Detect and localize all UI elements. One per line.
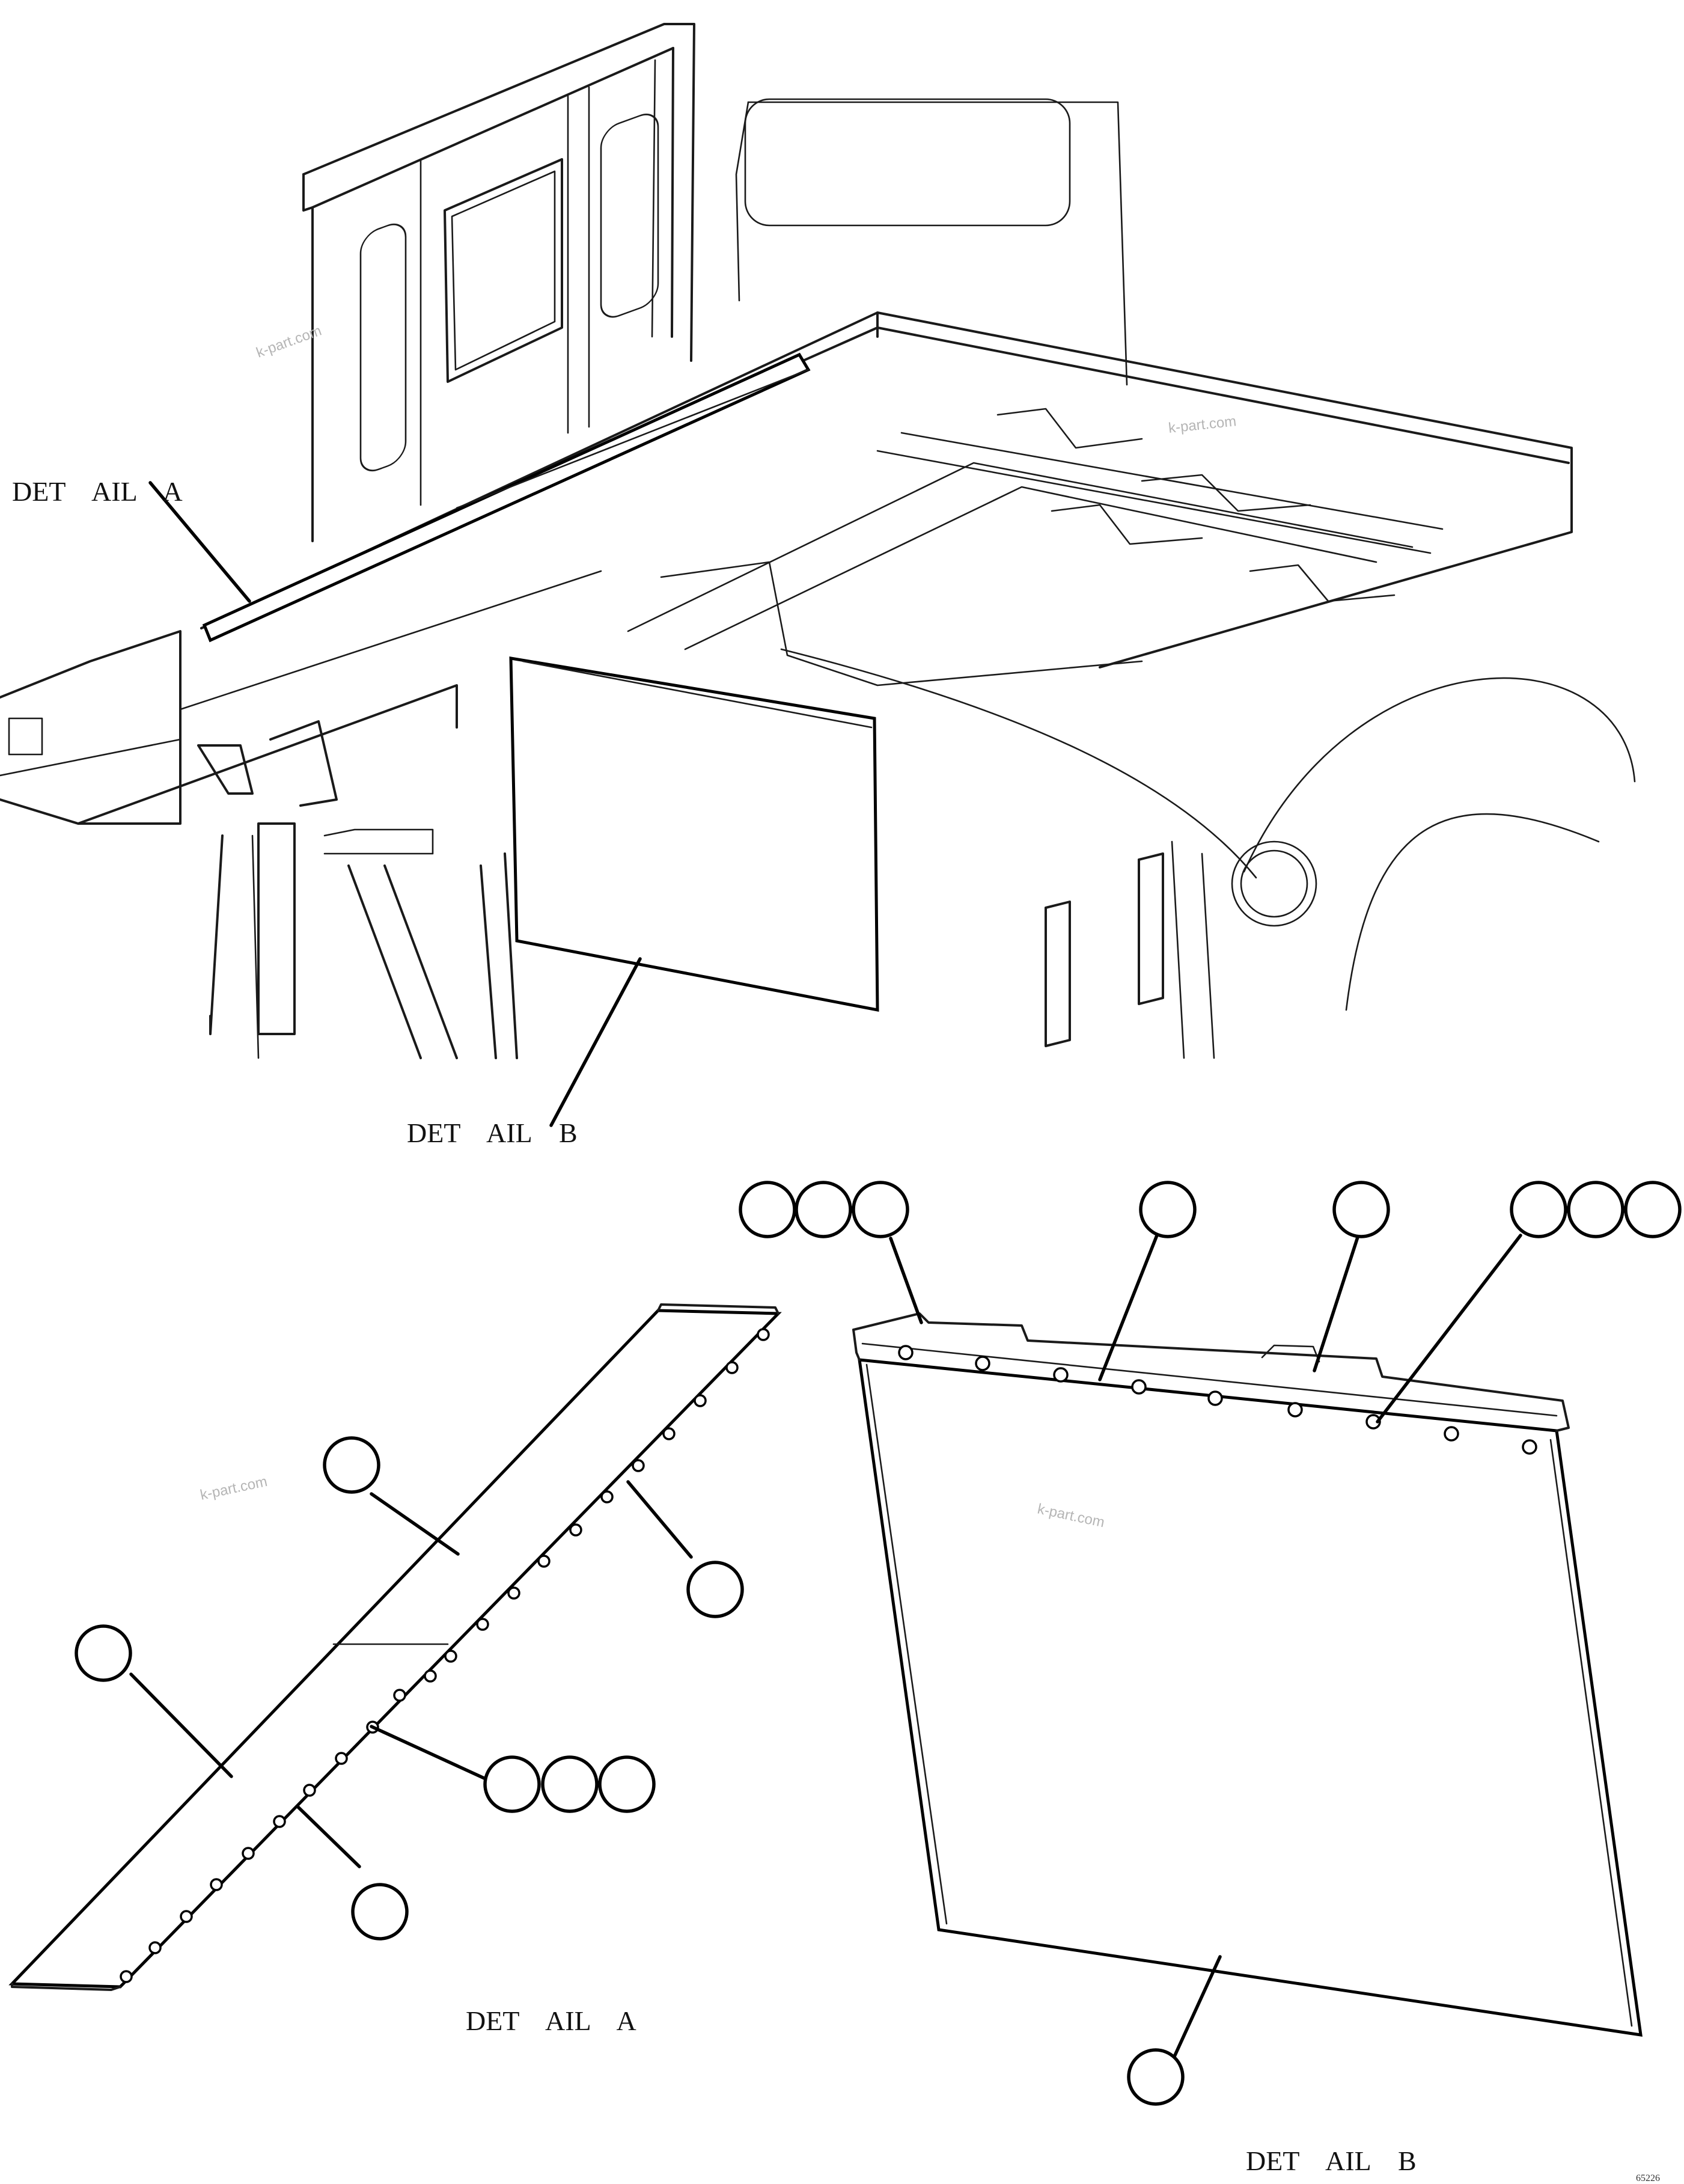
- drawing-code: 65226: [1636, 2173, 1660, 2183]
- detail-a-label: DET AIL A: [466, 2005, 636, 2036]
- callout-bubble: [483, 1755, 541, 1813]
- bolt-icon: [1131, 1379, 1147, 1395]
- leader-line: [129, 1672, 233, 1778]
- bolt-icon: [662, 1427, 676, 1440]
- callout-bubble: [75, 1624, 132, 1682]
- bolt-row: [120, 1328, 770, 1983]
- watermark: k-part.com: [199, 1473, 269, 1503]
- leader-line: [370, 1725, 489, 1781]
- leader-line: [1166, 1955, 1222, 2073]
- bolt-icon: [273, 1815, 286, 1828]
- detail-b-label: DET AIL B: [1246, 2146, 1417, 2176]
- leader-line: [296, 1805, 361, 1868]
- bolt-icon: [444, 1650, 457, 1663]
- leader-line: [370, 1492, 460, 1556]
- callout-bubble: [1332, 1181, 1390, 1238]
- callout-bubble: [541, 1755, 599, 1813]
- callout-bubble: [1567, 1181, 1625, 1238]
- overview-assembly: k-part.com k-part.com DET AIL A DET AIL …: [0, 23, 1636, 1148]
- bolt-icon: [1287, 1402, 1303, 1418]
- leader-line: [549, 957, 642, 1127]
- watermark: k-part.com: [1168, 413, 1237, 436]
- overview-panel: [509, 656, 879, 1012]
- cab-outline: [302, 23, 1128, 542]
- bolt-icon: [757, 1328, 770, 1341]
- detail-b-label: DET AIL B: [407, 1118, 578, 1148]
- bolt-icon: [303, 1784, 316, 1797]
- bolt-icon: [569, 1523, 582, 1537]
- bolt-icon: [632, 1459, 645, 1472]
- panel-part: [852, 1312, 1643, 2037]
- bolt-icon: [393, 1689, 406, 1702]
- bolt-icon: [335, 1752, 348, 1765]
- callout-bubble: [686, 1561, 744, 1618]
- bolt-icon: [476, 1618, 489, 1631]
- leader-line: [1313, 1234, 1360, 1372]
- callout-bubble: [852, 1181, 909, 1238]
- callout-bubble: [598, 1755, 656, 1813]
- callout-bubble: [739, 1181, 796, 1238]
- bolt-icon: [1444, 1426, 1459, 1442]
- bolt-icon: [1207, 1390, 1223, 1406]
- callout-bubble: [323, 1436, 380, 1494]
- bolt-icon: [600, 1490, 614, 1503]
- leader-line: [148, 481, 251, 603]
- leader-line: [1098, 1234, 1159, 1381]
- bolt-icon: [725, 1361, 739, 1374]
- detail-a-view: k-part.com DET AIL A: [8, 1303, 782, 2036]
- bolt-icon: [180, 1910, 193, 1923]
- callout-bubble: [1127, 2048, 1185, 2106]
- deck-outline: [200, 311, 1636, 1011]
- callout-bubble: [351, 1883, 409, 1941]
- overview-channel: [202, 352, 811, 643]
- callout-bubble: [1510, 1181, 1567, 1238]
- leader-line: [626, 1480, 693, 1559]
- callout-bubble: [1624, 1181, 1682, 1238]
- bolt-icon: [1365, 1414, 1381, 1430]
- bolt-icon: [120, 1970, 133, 1983]
- bolt-icon: [424, 1669, 437, 1683]
- frame-outline: [0, 570, 1215, 1059]
- bolt-icon: [1053, 1367, 1069, 1383]
- detail-b-view: k-part.com DET AIL B 65226: [739, 1181, 1682, 2183]
- callout-bubble: [1139, 1181, 1197, 1238]
- bolt-icon: [148, 1941, 162, 1954]
- bolt-row: [898, 1345, 1537, 1455]
- channel-part: [8, 1303, 782, 1991]
- leader-line: [889, 1237, 923, 1324]
- bolt-icon: [898, 1345, 914, 1360]
- leader-line: [1376, 1234, 1522, 1424]
- bolt-icon: [694, 1394, 707, 1407]
- bolt-icon: [507, 1586, 520, 1600]
- bolt-icon: [537, 1555, 551, 1568]
- bolt-icon: [210, 1878, 223, 1891]
- callout-bubble: [795, 1181, 852, 1238]
- bolt-icon: [242, 1847, 255, 1860]
- bolt-icon: [1522, 1439, 1537, 1455]
- detail-a-label: DET AIL A: [12, 476, 183, 507]
- bolt-icon: [975, 1356, 990, 1371]
